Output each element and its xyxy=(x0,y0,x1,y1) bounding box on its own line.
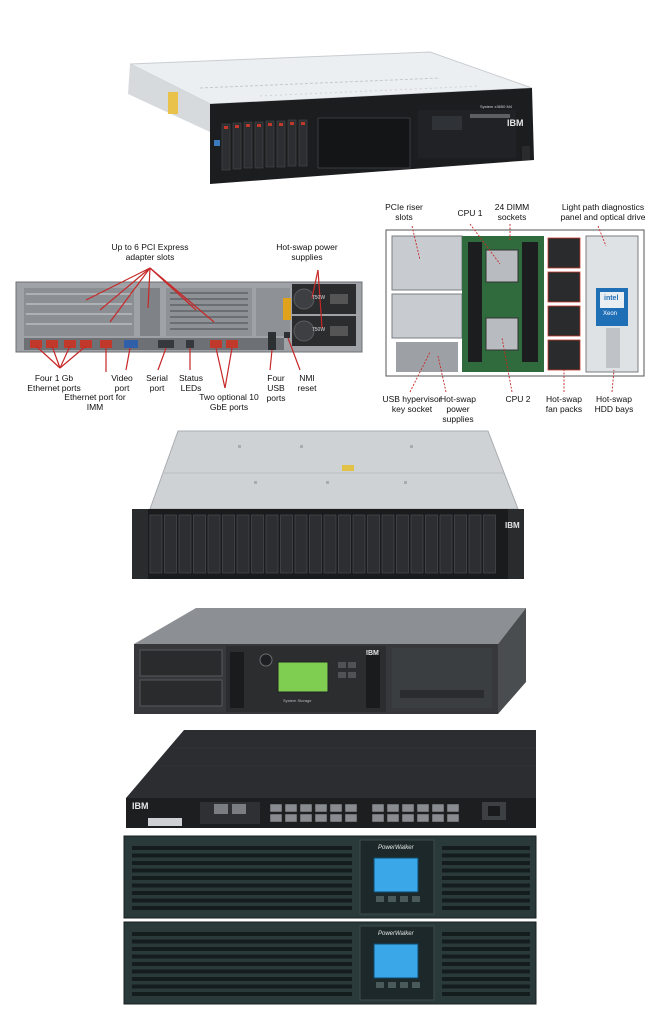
xeon-label: Xeon xyxy=(603,311,618,317)
callout-usb-key-socket: USB hypervisor key socket xyxy=(382,394,442,414)
callout-riser-slots: PCIe riser slots xyxy=(385,202,423,222)
tape-model-label: System Storage xyxy=(283,698,312,703)
callout-ethernet-ports: Four 1 Gb Ethernet ports xyxy=(27,373,81,393)
switch-brand-label: IBM xyxy=(132,801,149,811)
psu-badge-top: 750W xyxy=(312,295,326,301)
callout-power-supplies: Hot-swap power supplies xyxy=(276,242,338,262)
callout-diagnostics-panel: Light path diagnostics panel and optical… xyxy=(560,202,646,222)
callout-imm-port: Ethernet port for IMM xyxy=(64,392,126,412)
callout-video-port: Video port xyxy=(111,373,133,393)
callout-10gbe-ports: Two optional 10 GbE ports xyxy=(199,392,259,412)
callout-internal-power-supplies: Hot-swap power supplies xyxy=(440,394,476,424)
callout-usb-ports: Four USB ports xyxy=(266,373,286,403)
psu-badge-bottom: 750W xyxy=(312,327,326,333)
callout-cpu1: CPU 1 xyxy=(457,208,483,218)
intel-logo: intel xyxy=(604,295,619,302)
callout-dimm-sockets: 24 DIMM sockets xyxy=(494,202,530,222)
ups2-brand-label: PowerWalker xyxy=(378,931,414,937)
callout-hdd-bays: Hot-swap HDD bays xyxy=(594,394,634,414)
server-model-label: System x3650 M4 xyxy=(480,104,513,109)
storage-brand-label: IBM xyxy=(505,521,520,530)
callout-fan-packs: Hot-swap fan packs xyxy=(545,394,583,414)
callout-serial-port: Serial port xyxy=(146,373,168,393)
callout-cpu2: CPU 2 xyxy=(505,394,531,404)
server-brand-label: IBM xyxy=(507,118,524,128)
tape-brand-label: IBM xyxy=(366,650,379,657)
callout-status-leds: Status LEDs xyxy=(178,373,204,393)
callout-nmi-reset: NMI reset xyxy=(297,373,317,393)
callout-pcie-slots: Up to 6 PCI Express adapter slots xyxy=(111,242,189,262)
ups1-brand-label: PowerWalker xyxy=(378,845,414,851)
